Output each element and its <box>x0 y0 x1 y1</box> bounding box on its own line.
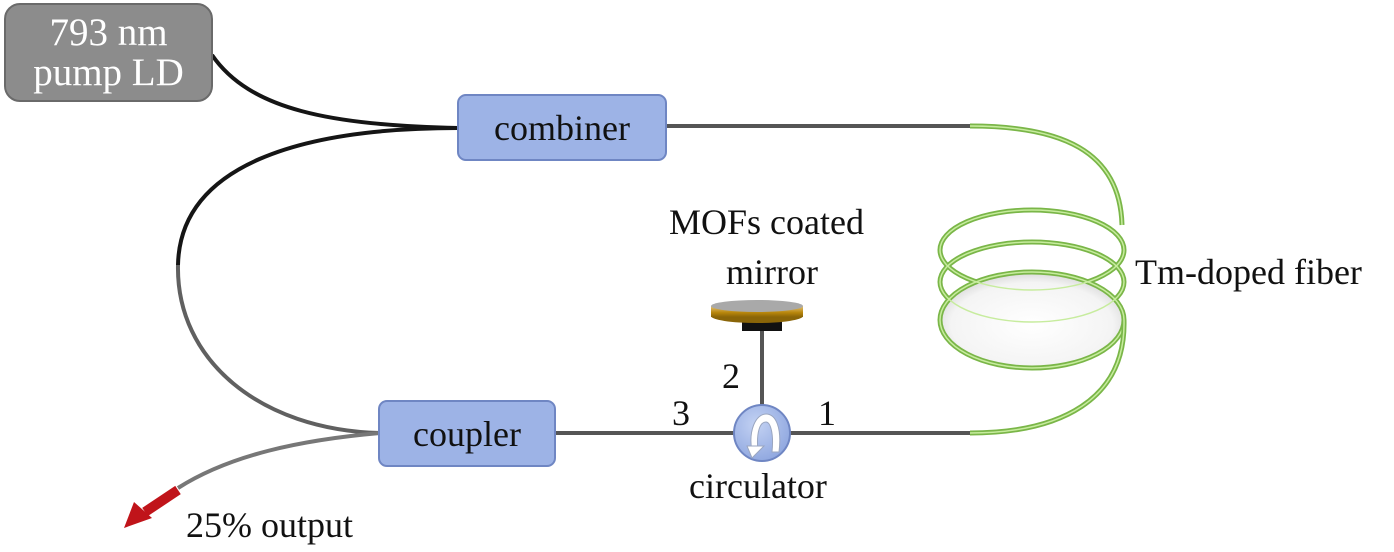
pump-label-line1: 793 nm <box>49 10 168 54</box>
output-label: 25% output <box>186 505 353 545</box>
circulator-port-1: 1 <box>818 393 836 433</box>
output-fiber <box>176 431 381 490</box>
coupler-box: coupler <box>378 400 556 467</box>
output-arrow-shaft <box>142 485 181 517</box>
mirror-mount <box>742 321 782 331</box>
circulator-arrowhead <box>746 445 766 459</box>
pump-label-line2: pump LD <box>33 50 184 94</box>
gain-fiber-lower-lead-highlight <box>969 319 1125 434</box>
gain-fiber-upper-lead-highlight <box>969 125 1123 226</box>
circulator-label: circulator <box>689 466 827 506</box>
circulator-arrow-icon <box>750 413 781 453</box>
circulator-port-3: 3 <box>672 393 690 433</box>
combiner-box: combiner <box>457 94 667 161</box>
pump-laser-diode: 793 nm pump LD <box>4 3 213 102</box>
coupler-label: coupler <box>413 413 521 454</box>
mirror-label-line1: MOFs coated <box>669 202 864 242</box>
combiner-label: combiner <box>494 107 630 148</box>
circulator-port-2: 2 <box>722 356 740 396</box>
pump-fiber <box>210 53 459 130</box>
loop-fiber-lower <box>175 264 381 435</box>
circulator-body <box>733 404 791 462</box>
mirror-disk-top <box>711 300 803 312</box>
mirror-label-line2: mirror <box>726 252 818 292</box>
coil-loop-2-hl <box>939 241 1125 323</box>
loop-fiber-upper <box>176 126 459 266</box>
coil-loop-1-hl <box>939 209 1125 291</box>
output-arrow-head <box>124 502 152 528</box>
gain-fiber-label: Tm-doped fiber <box>1135 252 1362 292</box>
